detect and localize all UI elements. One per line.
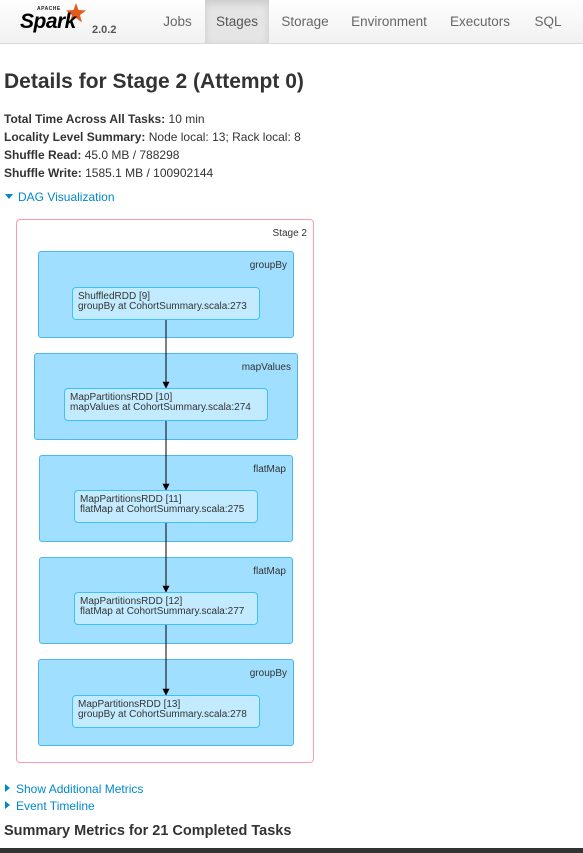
show-additional-metrics-toggle[interactable]: Show Additional Metrics [5, 782, 143, 796]
dag-node-callsite: flatMap at CohortSummary.scala:277 [80, 606, 245, 617]
summary-shuffle-read-value: 45.0 MB / 788298 [84, 148, 180, 162]
dag-node[interactable]: MapPartitionsRDD [12] flatMap at CohortS… [74, 592, 258, 625]
spark-star-icon [66, 3, 86, 23]
nav-tab-sql[interactable]: SQL [534, 14, 562, 29]
dag-stage-label: Stage 2 [272, 228, 307, 239]
dag-cluster-label: groupBy [249, 260, 287, 271]
nav-tab-executors[interactable]: Executors [449, 14, 511, 29]
nav-tab-jobs[interactable]: Jobs [163, 14, 192, 29]
dag-cluster-label: groupBy [249, 668, 287, 679]
event-timeline-label: Event Timeline [16, 799, 95, 813]
spark-logo[interactable]: APACHE Spark 2.0.2 [18, 2, 128, 42]
summary-total-time-label: Total Time Across All Tasks: [4, 112, 166, 126]
summary-locality: Locality Level Summary: Node local: 13; … [4, 128, 301, 146]
dag-node-title: MapPartitionsRDD [11] [80, 494, 182, 505]
event-timeline-toggle[interactable]: Event Timeline [5, 799, 95, 813]
dag-node-title: MapPartitionsRDD [10] [70, 392, 173, 403]
navbar: APACHE Spark 2.0.2 Jobs Stages Storage E… [0, 0, 583, 44]
dag-node[interactable]: ShuffledRDD [9] groupBy at CohortSummary… [72, 287, 260, 320]
dag-toggle-label: DAG Visualization [18, 190, 115, 204]
caret-right-icon [5, 801, 10, 809]
dag-edges [162, 320, 170, 696]
nav-tab-environment[interactable]: Environment [351, 14, 427, 29]
dag-cluster-label: flatMap [253, 464, 286, 475]
dag-node-callsite: flatMap at CohortSummary.scala:275 [80, 504, 245, 515]
caret-down-icon [5, 194, 13, 199]
dag-cluster-label: mapValues [241, 362, 291, 373]
summary-total-time: Total Time Across All Tasks: 10 min [4, 110, 301, 128]
summary-total-time-value: 10 min [168, 112, 205, 126]
dag-node-callsite: groupBy at CohortSummary.scala:278 [78, 709, 247, 720]
dag-cluster-label: flatMap [253, 566, 286, 577]
summary-shuffle-read-label: Shuffle Read: [4, 148, 82, 162]
page-title: Details for Stage 2 (Attempt 0) [4, 70, 304, 93]
dag-node-callsite: groupBy at CohortSummary.scala:273 [78, 301, 247, 312]
dag-node-callsite: mapValues at CohortSummary.scala:274 [70, 402, 251, 413]
summary-locality-value: Node local: 13; Rack local: 8 [148, 130, 301, 144]
spark-version: 2.0.2 [92, 24, 117, 36]
summary-locality-label: Locality Level Summary: [4, 130, 146, 144]
dag-node[interactable]: MapPartitionsRDD [13] groupBy at CohortS… [72, 695, 260, 728]
summary-shuffle-write-value: 1585.1 MB / 100902144 [85, 166, 214, 180]
dag-node[interactable]: MapPartitionsRDD [11] flatMap at CohortS… [74, 490, 258, 523]
page-bottom-edge [0, 848, 583, 853]
dag-graph: Stage 2 groupBy mapValues flatMap flatMa… [16, 219, 314, 763]
summary-shuffle-write-label: Shuffle Write: [4, 166, 82, 180]
caret-right-icon [5, 784, 10, 792]
nav-tab-storage[interactable]: Storage [281, 14, 329, 29]
additional-metrics-label: Show Additional Metrics [16, 782, 144, 796]
summary-shuffle-read: Shuffle Read: 45.0 MB / 788298 [4, 146, 301, 164]
dag-node-title: ShuffledRDD [9] [78, 291, 151, 302]
dag-visualization-toggle[interactable]: DAG Visualization [5, 190, 115, 204]
stage-summary: Total Time Across All Tasks: 10 min Loca… [4, 110, 301, 182]
dag-node-title: MapPartitionsRDD [12] [80, 596, 183, 607]
dag-node-title: MapPartitionsRDD [13] [78, 699, 181, 710]
summary-shuffle-write: Shuffle Write: 1585.1 MB / 100902144 [4, 164, 301, 182]
brand-apache: APACHE [37, 6, 61, 12]
nav-tab-stages[interactable]: Stages [205, 0, 269, 43]
brand-name: Spark [20, 10, 76, 33]
summary-metrics-heading: Summary Metrics for 21 Completed Tasks [4, 823, 292, 839]
dag-node[interactable]: MapPartitionsRDD [10] mapValues at Cohor… [64, 388, 268, 421]
